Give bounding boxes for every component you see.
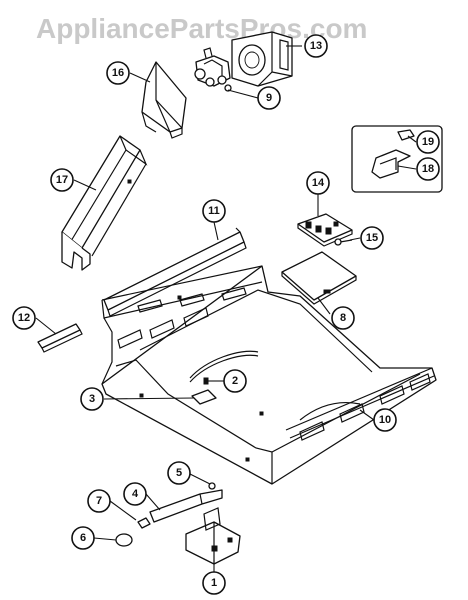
callout-13: 13: [304, 34, 328, 58]
svg-text:8: 8: [340, 312, 346, 324]
callout-17: 17: [50, 168, 74, 192]
callout-15: 15: [360, 226, 384, 250]
callout-7: 7: [87, 489, 111, 513]
svg-text:19: 19: [422, 136, 434, 148]
svg-text:10: 10: [379, 414, 391, 426]
part-4-lever: [149, 489, 223, 523]
svg-text:11: 11: [208, 205, 220, 217]
svg-text:13: 13: [310, 40, 322, 52]
svg-text:5: 5: [176, 467, 182, 479]
callout-2: 2: [223, 369, 247, 393]
part-11-rail: [103, 227, 247, 317]
svg-text:16: 16: [112, 67, 124, 79]
callout-10: 10: [373, 408, 397, 432]
svg-text:2: 2: [232, 375, 238, 387]
callout-12: 12: [12, 306, 36, 330]
callout-19: 19: [416, 130, 440, 154]
svg-text:17: 17: [56, 174, 68, 186]
leader-lines: [35, 45, 417, 572]
part-12-strip: [37, 323, 83, 353]
svg-text:3: 3: [89, 393, 95, 405]
svg-text:18: 18: [422, 163, 434, 175]
svg-text:7: 7: [96, 495, 102, 507]
part-17-channel: [61, 135, 148, 271]
callout-11: 11: [202, 199, 226, 223]
part-1-bracket: [185, 507, 241, 565]
callout-18: 18: [416, 157, 440, 181]
callout-6: 6: [71, 526, 95, 550]
part-14-control-board: [297, 213, 353, 247]
callout-16: 16: [106, 61, 130, 85]
callout-14: 14: [306, 171, 330, 195]
part-9-valve: [194, 47, 232, 92]
part-8-cover-plate: [281, 251, 357, 305]
svg-text:15: 15: [366, 232, 378, 244]
callout-5: 5: [167, 461, 191, 485]
main-base-pan: [101, 265, 437, 485]
part-13-blower-housing: [231, 31, 293, 87]
svg-text:4: 4: [132, 488, 139, 500]
svg-text:1: 1: [211, 577, 217, 589]
callout-4: 4: [123, 482, 147, 506]
callout-1: 1: [202, 571, 226, 595]
callout-3: 3: [80, 387, 104, 411]
svg-text:6: 6: [80, 532, 86, 544]
callout-9: 9: [257, 86, 281, 110]
svg-text:9: 9: [266, 92, 272, 104]
part-16-bracket: [141, 61, 187, 139]
part-6-knob: [115, 533, 133, 547]
callout-8: 8: [331, 306, 355, 330]
part-5-screw: [208, 482, 216, 490]
svg-text:12: 12: [18, 312, 30, 324]
part-7-clip: [137, 517, 151, 529]
part-15-screw: [334, 238, 353, 246]
svg-text:14: 14: [312, 177, 325, 189]
